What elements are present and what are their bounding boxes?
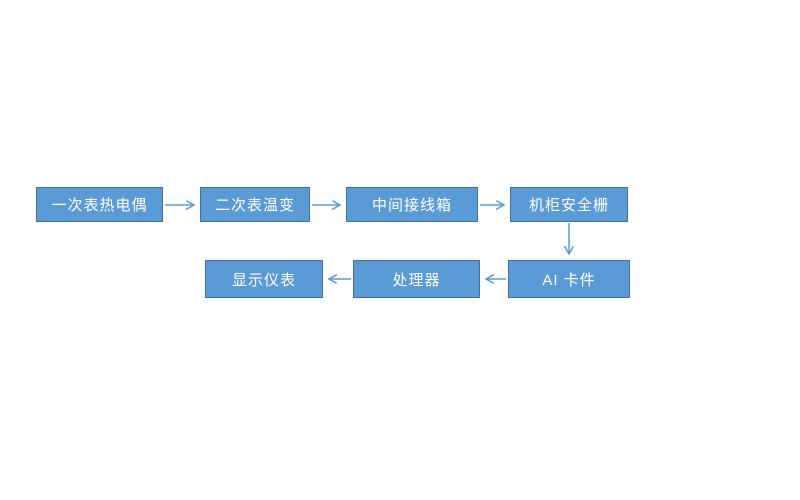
node-display-instrument: 显示仪表 (205, 260, 323, 298)
node-secondary-temperature-transmitter: 二次表温变 (200, 187, 310, 222)
node-processor: 处理器 (353, 260, 480, 298)
node-cabinet-safety-barrier: 机柜安全栅 (510, 187, 628, 222)
node-intermediate-junction-box: 中间接线箱 (346, 187, 478, 222)
node-primary-thermocouple: 一次表热电偶 (36, 187, 163, 222)
node-ai-card: AI 卡件 (508, 260, 630, 298)
